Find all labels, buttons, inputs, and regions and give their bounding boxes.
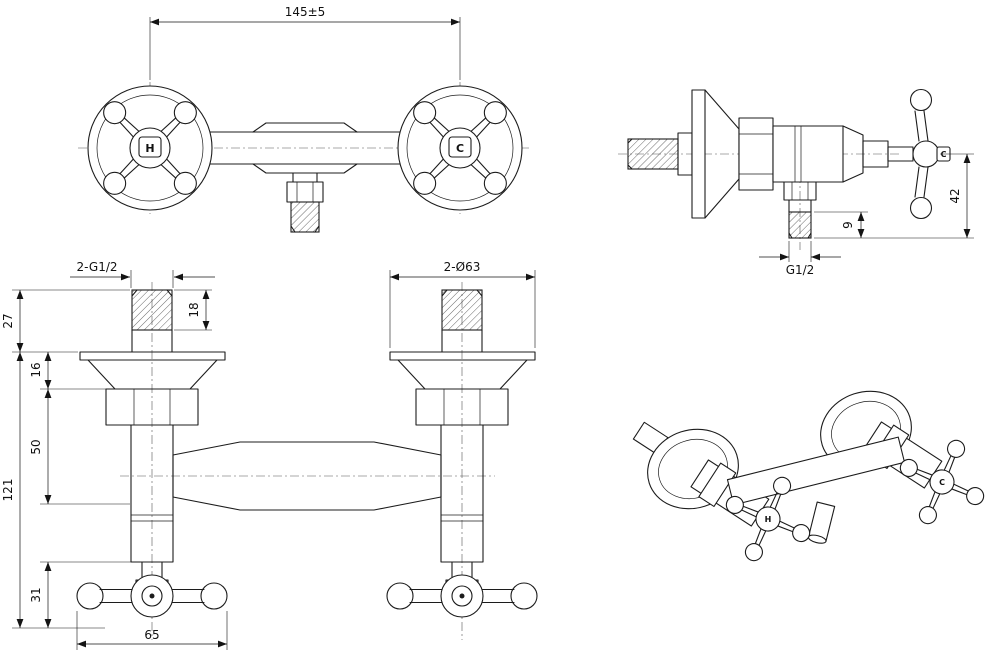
iso-outlet (807, 501, 836, 544)
dim-16-label: 16 (29, 362, 43, 377)
dim-50-label: 50 (29, 439, 43, 454)
dim-50: 50 (29, 389, 130, 505)
cold-cap (448, 136, 472, 158)
dim-9: 9 (814, 211, 868, 238)
inlet-thread-A (131, 289, 173, 331)
dim-2g12-label: 2-G1/2 (76, 260, 117, 274)
dim-42-label: 42 (948, 188, 962, 203)
installation-view-left (76, 289, 228, 618)
isometric-view: H C (632, 390, 991, 571)
side-view: C 42 9 G1/2 (618, 88, 974, 277)
dim-31: 31 (29, 561, 140, 628)
dim-18-label: 18 (187, 302, 201, 317)
dim-16: 16 (29, 352, 113, 390)
dim-145: 145±5 (149, 5, 461, 80)
flange-cone-B (397, 359, 528, 390)
flange-plate-A (79, 351, 226, 361)
valve-body-side (738, 117, 914, 191)
front-view: H C 145±5 (78, 5, 532, 233)
dim-31-label: 31 (29, 587, 43, 602)
dim-42: 42 (814, 153, 974, 239)
iso-connecting-body (726, 436, 906, 506)
handle-hub-side (912, 140, 940, 168)
handle-ball-bottom (909, 196, 933, 220)
dim-2g12: 2-G1/2 (70, 260, 215, 288)
shower-outlet-front (286, 172, 324, 233)
iso-cold-label: C (939, 478, 945, 487)
installation-view-right (386, 289, 538, 618)
cross-handle-B (386, 574, 538, 618)
flange-cone-A (87, 359, 218, 390)
dim-121-label: 121 (1, 479, 15, 502)
dim-65: 65 (76, 611, 228, 650)
outlet-thread-hatch (290, 201, 320, 233)
dim-g12-side: G1/2 (759, 241, 841, 277)
dim-27-label: 27 (1, 313, 15, 328)
iso-hot-label: H (765, 515, 772, 524)
dim-g12-side-label: G1/2 (786, 263, 815, 277)
dim-145-label: 145±5 (285, 5, 326, 19)
cold-valve-front: C (397, 85, 523, 211)
dim-2d63: 2-Ø63 (389, 260, 536, 348)
handle-ball-top (909, 88, 933, 112)
wall-inlet-nipple (627, 132, 693, 176)
dim-65-label: 65 (144, 628, 159, 642)
dim-2d63-label: 2-Ø63 (444, 260, 481, 274)
dim-18: 18 (174, 289, 212, 331)
dim-27: 27 (1, 289, 130, 353)
installation-views: 2-G1/2 2-Ø63 18 27 121 (1, 260, 538, 650)
iso-valve-body-hot (690, 459, 770, 527)
cross-handle-A (76, 574, 228, 618)
dim-9-label: 9 (841, 221, 855, 229)
cold-cap-label: C (456, 142, 464, 155)
dim-121: 121 (1, 352, 105, 629)
hot-cap-label: H (145, 142, 154, 155)
cold-cap-side-label: C (941, 150, 947, 159)
hot-cap (138, 136, 162, 158)
hot-valve-front: H (87, 85, 213, 211)
shower-outlet-side (783, 181, 817, 239)
flange-plate-B (389, 351, 536, 361)
inlet-thread-B (441, 289, 483, 331)
